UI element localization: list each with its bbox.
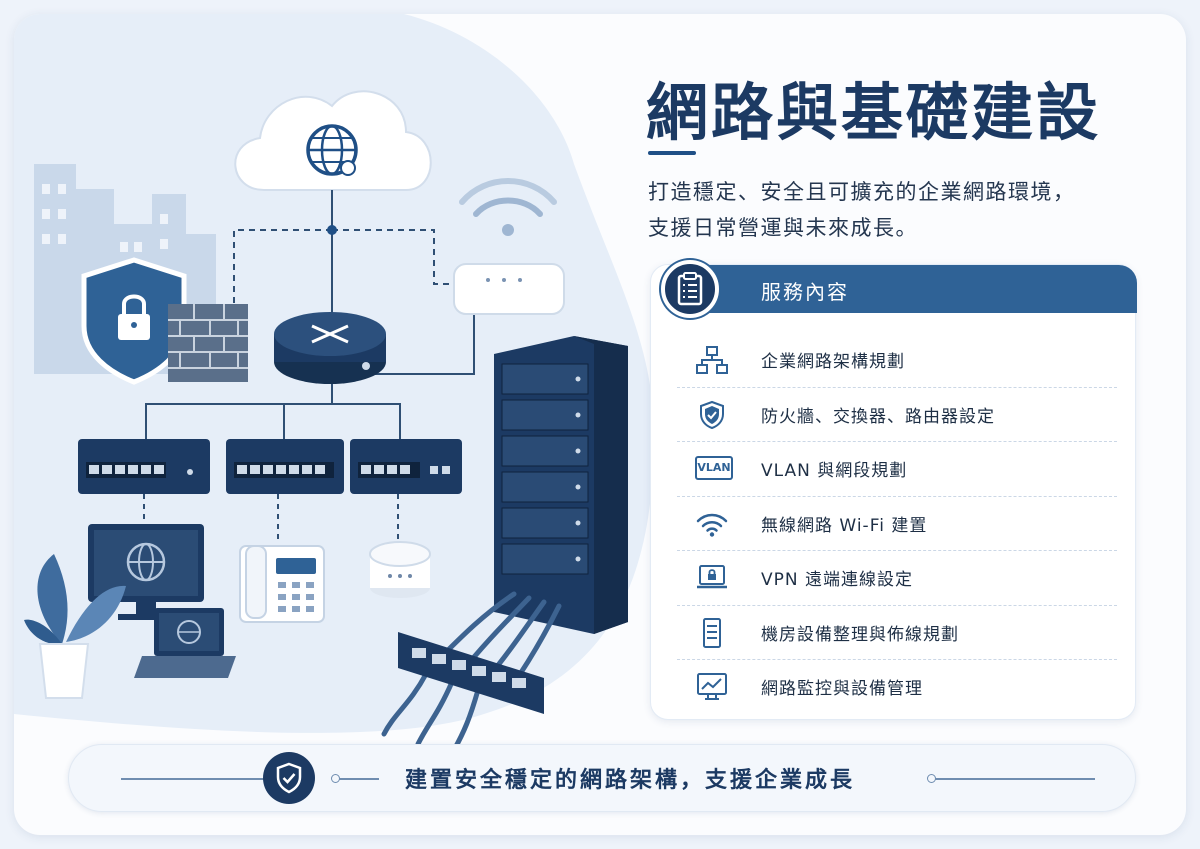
- plant-decoration: [24, 554, 126, 699]
- wifi-icon: [696, 513, 728, 537]
- services-panel: 服務內容 企業網路架構規劃: [650, 260, 1137, 720]
- ip-phone-icon: [239, 545, 325, 623]
- service-label: 企業網路架構規劃: [761, 352, 905, 372]
- network-switch-icon: [78, 439, 210, 494]
- footer-tagline: 建置安全穩定的網路架構，支援企業成長: [405, 768, 856, 793]
- page-subtitle: 打造穩定、安全且可擴充的企業網路環境， 支援日常營運與未來成長。: [648, 174, 1148, 246]
- footer-divider: [121, 778, 281, 780]
- list-item: 網路監控與設備管理: [677, 660, 1117, 715]
- server-rack-icon: [703, 617, 721, 648]
- smart-speaker-icon: [369, 541, 431, 598]
- footer-divider: [339, 778, 379, 780]
- network-topology-icon: [696, 346, 728, 374]
- firewall-icon: [168, 304, 248, 382]
- desktop-monitor-icon: [88, 524, 204, 620]
- services-panel-header: 服務內容: [681, 265, 1137, 313]
- cloud-icon: [234, 90, 432, 191]
- footer-banner: 建置安全穩定的網路架構，支援企業成長: [68, 744, 1136, 812]
- list-item: 企業網路架構規劃: [677, 333, 1117, 388]
- network-illustration: [24, 90, 628, 753]
- list-item: VPN 遠端連線設定: [677, 551, 1117, 606]
- laptop-lock-icon: [697, 565, 727, 589]
- subtitle-line: 打造穩定、安全且可擴充的企業網路環境，: [648, 180, 1076, 204]
- service-label: 防火牆、交換器、路由器設定: [761, 406, 995, 427]
- server-rack-icon: [494, 336, 628, 634]
- list-item: VLAN VLAN 與網段規劃: [677, 442, 1117, 497]
- page-title: 網路與基礎建設: [646, 76, 1102, 149]
- services-list: 企業網路架構規劃 防火牆、交換器、路由器設定 VLAN VLAN 與網段規劃: [677, 333, 1117, 715]
- network-switch-icon: [226, 439, 344, 494]
- service-label: VPN 遠端連線設定: [761, 570, 914, 590]
- list-item: 機房設備整理與佈線規劃: [677, 606, 1117, 660]
- infographic-card: 網路與基礎建設 打造穩定、安全且可擴充的企業網路環境， 支援日常營運與未來成長。…: [14, 14, 1186, 835]
- service-label: 機房設備整理與佈線規劃: [761, 624, 959, 645]
- list-item: 防火牆、交換器、路由器設定: [677, 388, 1117, 442]
- services-heading: 服務內容: [761, 280, 849, 304]
- service-label: VLAN 與網段規劃: [761, 461, 908, 481]
- network-switch-icon: [350, 439, 462, 494]
- footer-divider: [935, 778, 1095, 780]
- wifi-router-icon: [453, 178, 565, 315]
- patch-panel-icon: [381, 591, 562, 753]
- service-label: 無線網路 Wi-Fi 建置: [761, 515, 928, 536]
- core-router-icon: [274, 312, 386, 384]
- subtitle-line: 支援日常營運與未來成長。: [648, 216, 918, 240]
- laptop-icon: [134, 608, 236, 678]
- monitor-chart-icon: [697, 673, 727, 700]
- clipboard-list-icon: [661, 260, 719, 318]
- service-label: 網路監控與設備管理: [761, 679, 923, 699]
- vlan-icon: VLAN: [695, 456, 733, 480]
- list-item: 無線網路 Wi-Fi 建置: [677, 497, 1117, 551]
- security-shield-icon: [81, 257, 187, 385]
- title-underline: [648, 151, 696, 155]
- shield-check-icon: [700, 400, 724, 429]
- shield-check-icon: [263, 752, 315, 804]
